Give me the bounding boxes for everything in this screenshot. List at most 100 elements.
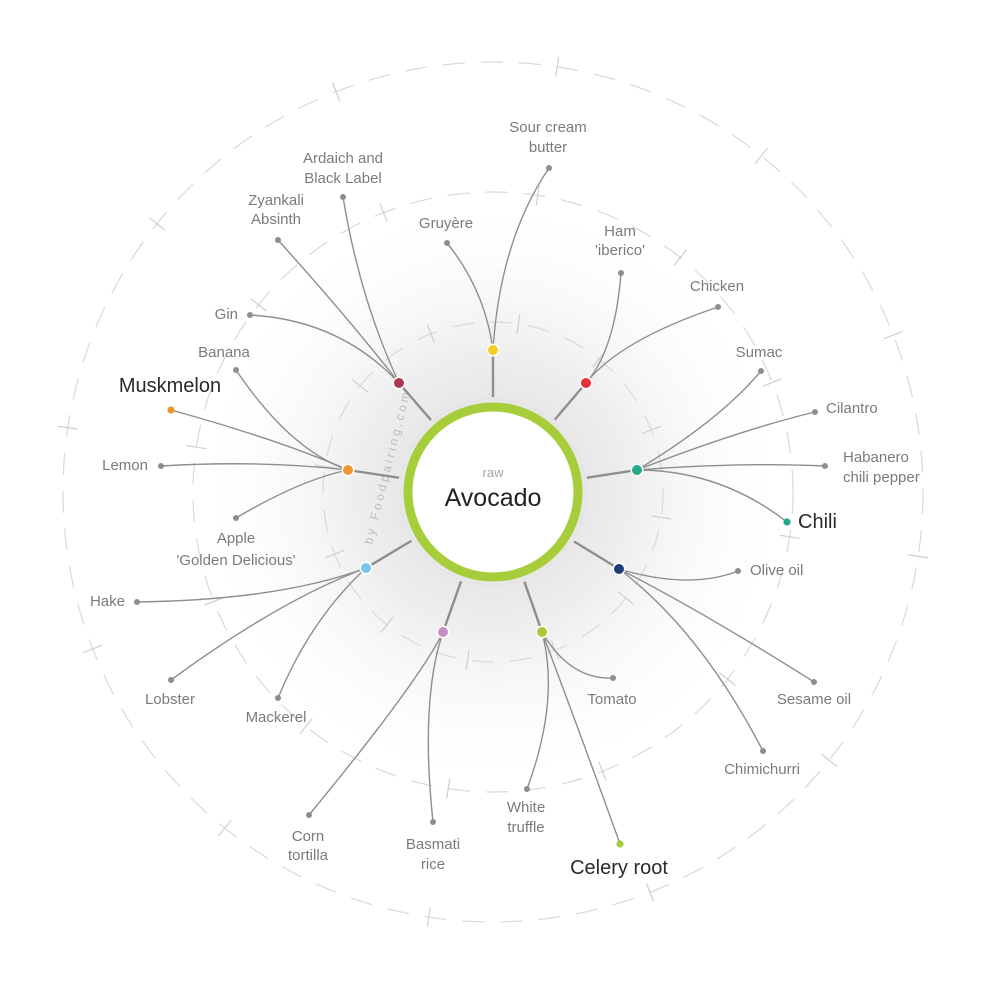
hub-dot-fish[interactable]	[361, 563, 371, 573]
hub-dot-dairy[interactable]	[488, 345, 498, 355]
leaf-dot-apple-golden-delicious[interactable]	[233, 515, 239, 521]
guide-tick	[83, 644, 103, 654]
ingredient-label-lobster[interactable]: Lobster	[145, 691, 195, 708]
leaf-dot-lobster[interactable]	[168, 677, 174, 683]
ingredient-label-muskmelon[interactable]: Muskmelon	[119, 375, 221, 397]
branch-chili	[636, 469, 788, 523]
leaf-dot-gruy-re[interactable]	[444, 240, 450, 246]
branch-gruy-re	[446, 242, 494, 351]
leaf-dot-corn-tortilla[interactable]	[306, 812, 312, 818]
center-qualifier: raw	[483, 465, 505, 480]
leaf-dot-ardaich-and-black-label[interactable]	[340, 194, 346, 200]
leaf-dot-white-truffle[interactable]	[524, 786, 530, 792]
guide-tick	[446, 778, 451, 799]
ingredient-label-line: truffle	[507, 819, 544, 836]
ingredient-label-olive-oil[interactable]: Olive oil	[750, 562, 803, 579]
leaf-dot-olive-oil[interactable]	[735, 568, 741, 574]
ingredient-label-line: Gruyère	[419, 215, 473, 232]
spoke-fish	[365, 539, 413, 570]
leaf-dot-banana[interactable]	[233, 367, 239, 373]
leaf-dot-cilantro[interactable]	[812, 409, 818, 415]
guide-tick	[516, 313, 521, 334]
leaf-dot-habanero-chili-pepper[interactable]	[822, 463, 828, 469]
hub-dot-spirits[interactable]	[394, 378, 404, 388]
guide-tick	[351, 379, 369, 393]
ingredient-label-chimichurri[interactable]: Chimichurri	[724, 761, 800, 778]
ingredient-label-line: Chicken	[690, 278, 744, 295]
leaf-dot-sumac[interactable]	[758, 368, 764, 374]
leaf-dot-zyankali-absinth[interactable]	[275, 237, 281, 243]
guide-tick	[641, 425, 661, 435]
center-node[interactable]: raw Avocado	[399, 398, 587, 586]
ingredient-label-sesame-oil[interactable]: Sesame oil	[777, 691, 851, 708]
branch-basmati-rice	[427, 631, 444, 823]
leaf-dot-chimichurri[interactable]	[760, 748, 766, 754]
ingredient-label-tomato[interactable]: Tomato	[587, 691, 636, 708]
guide-tick	[186, 445, 207, 450]
guide-tick	[820, 753, 838, 767]
ingredient-label-lemon[interactable]: Lemon	[102, 457, 148, 474]
ingredient-label-chicken[interactable]: Chicken	[690, 278, 744, 295]
guide-ring-2	[192, 191, 794, 793]
guide-ring-1	[322, 321, 664, 663]
branch-white-truffle	[526, 631, 550, 790]
leaf-dot-basmati-rice[interactable]	[430, 819, 436, 825]
ingredient-label-gruy-re[interactable]: Gruyère	[419, 215, 473, 232]
ingredient-label-line: Gin	[215, 306, 238, 323]
leaf-dot-sesame-oil[interactable]	[811, 679, 817, 685]
ingredient-label-sumac[interactable]: Sumac	[736, 344, 783, 361]
hub-dot-herbs[interactable]	[632, 465, 642, 475]
hub-dot-oils[interactable]	[614, 564, 624, 574]
leaf-dot-chicken[interactable]	[715, 304, 721, 310]
leaf-dot-lemon[interactable]	[158, 463, 164, 469]
branch-tomato	[541, 631, 614, 679]
hub-dot-meat[interactable]	[581, 378, 591, 388]
spoke-lines	[347, 350, 638, 633]
guide-tick	[325, 549, 345, 559]
ingredient-label-hake[interactable]: Hake	[90, 593, 125, 610]
hub-dot-veg[interactable]	[537, 627, 547, 637]
spoke-spirits	[398, 382, 432, 421]
ingredient-label-line: Sour cream	[509, 119, 587, 136]
ingredient-label-line: Olive oil	[750, 562, 803, 579]
ingredient-label-line: Cilantro	[826, 400, 878, 417]
leaf-dot-ham-iberico[interactable]	[618, 270, 624, 276]
leaf-dot-celery-root[interactable]	[616, 840, 624, 848]
ingredient-label-banana[interactable]: Banana	[198, 344, 250, 361]
leaf-dot-muskmelon[interactable]	[167, 406, 175, 414]
ingredient-label-apple-golden-delicious[interactable]: Apple'Golden Delicious'	[176, 530, 295, 569]
leaf-dot-tomato[interactable]	[610, 675, 616, 681]
ingredient-label-chili[interactable]: Chili	[798, 511, 837, 533]
leaf-dot-mackerel[interactable]	[275, 695, 281, 701]
ingredient-label-celery-root[interactable]: Celery root	[570, 857, 668, 879]
branch-olive-oil	[618, 568, 739, 581]
leaf-dot-sour-cream-butter[interactable]	[546, 165, 552, 171]
leaf-dot-chili[interactable]	[783, 518, 791, 526]
leaf-dot-gin[interactable]	[247, 312, 253, 318]
ingredient-label-mackerel[interactable]: Mackerel	[246, 709, 307, 726]
hub-dot-fruit[interactable]	[343, 465, 353, 475]
leaf-dot-hake[interactable]	[134, 599, 140, 605]
ingredient-label-ham-iberico[interactable]: Ham'iberico'	[595, 223, 645, 259]
branch-ardaich-and-black-label	[342, 196, 400, 384]
ingredient-label-line: Lobster	[145, 691, 195, 708]
branch-chicken	[585, 306, 719, 384]
ingredient-label-line: Ham	[604, 223, 636, 240]
hub-dot-grains[interactable]	[438, 627, 448, 637]
branch-corn-tortilla	[308, 631, 444, 816]
spoke-veg	[523, 581, 544, 633]
guide-tick	[719, 672, 736, 686]
guide-tick	[379, 203, 388, 223]
branch-apple-golden-delicious	[235, 469, 349, 519]
ingredient-label-line: Tomato	[587, 691, 636, 708]
ingredient-label-gin[interactable]: Gin	[215, 306, 238, 323]
ingredient-label-cilantro[interactable]: Cilantro	[826, 400, 878, 417]
ingredient-label-line: Basmati	[406, 836, 460, 853]
